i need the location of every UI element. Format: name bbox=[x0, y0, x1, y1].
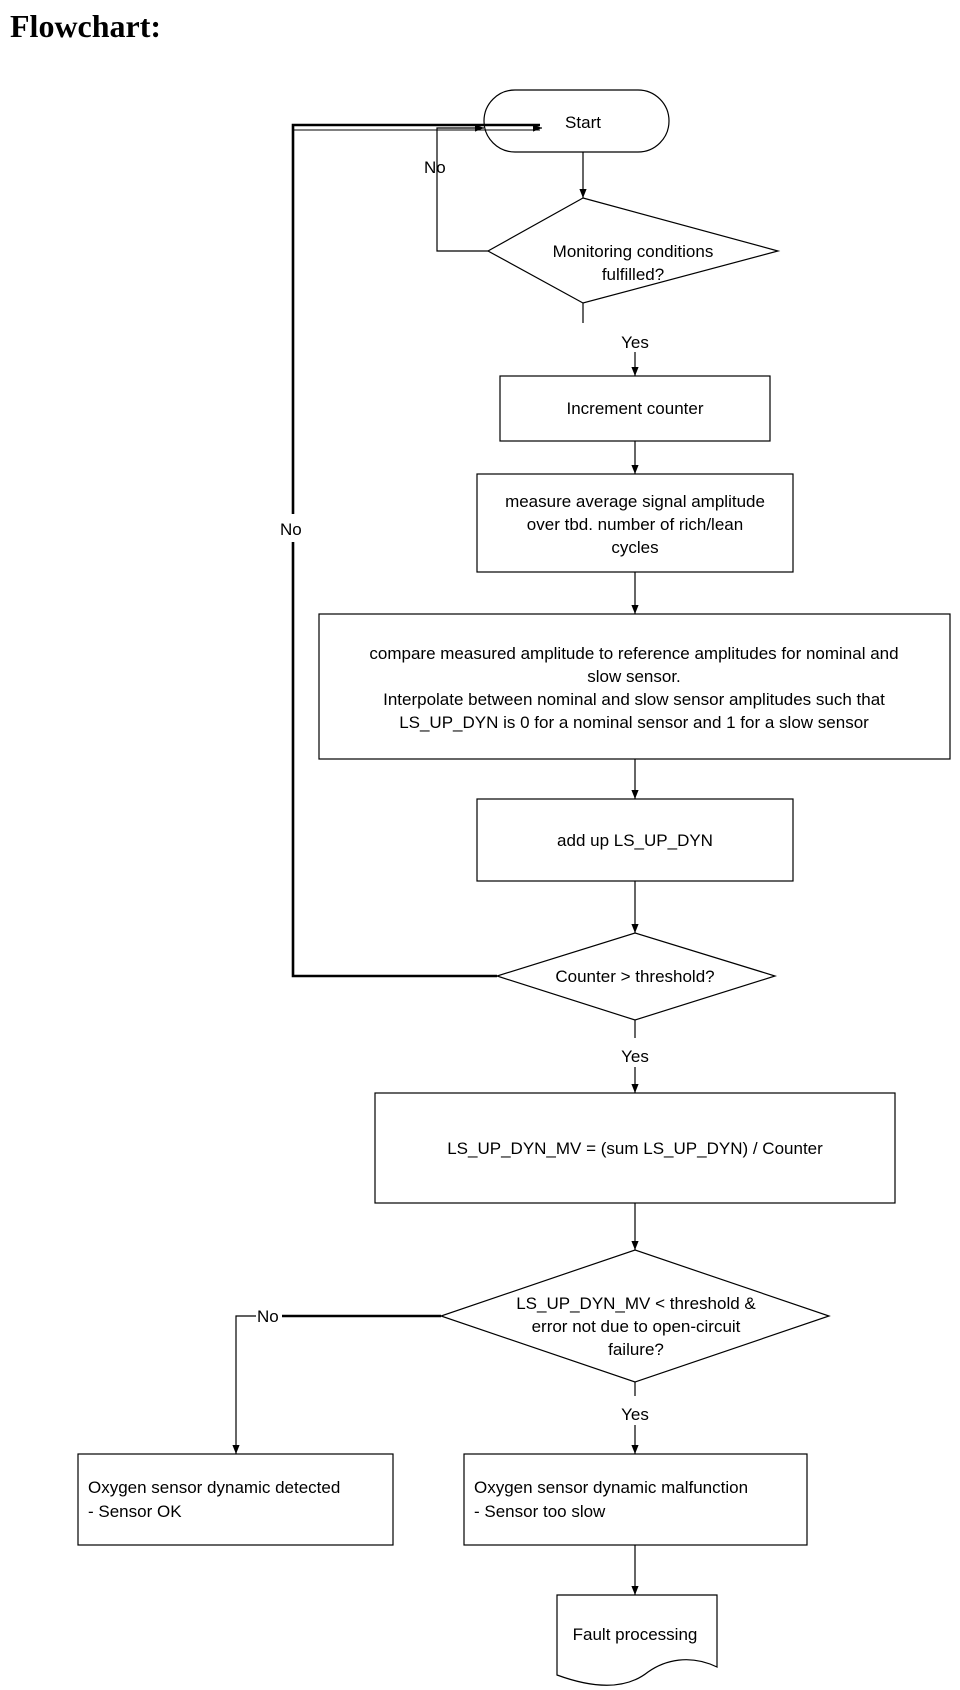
malfunction-label-line-2: - Sensor too slow bbox=[474, 1502, 606, 1521]
addup-label: add up LS_UP_DYN bbox=[557, 831, 713, 850]
check-no-label: No bbox=[257, 1307, 279, 1326]
mean-calculation-box: LS_UP_DYN_MV = (sum LS_UP_DYN) / Counter bbox=[374, 1092, 896, 1204]
compare-label-line-2: slow sensor. bbox=[587, 667, 681, 686]
sensor-ok-box: Oxygen sensor dynamic detected - Sensor … bbox=[77, 1453, 394, 1546]
counter-decision: Counter > threshold? bbox=[495, 932, 778, 1021]
check-yes-label: Yes bbox=[621, 1405, 649, 1424]
compare-label-line-4: LS_UP_DYN is 0 for a nominal sensor and … bbox=[399, 713, 869, 732]
fault-processing-document: Fault processing bbox=[556, 1594, 718, 1686]
compare-label-line-3: Interpolate between nominal and slow sen… bbox=[383, 690, 885, 709]
counter-label: Counter > threshold? bbox=[555, 967, 714, 986]
fault-label: Fault processing bbox=[573, 1625, 698, 1644]
check-label-line-1: LS_UP_DYN_MV < threshold & bbox=[516, 1294, 756, 1313]
arrow-monitoring-no-loop bbox=[436, 124, 488, 252]
check-label-line-3: failure? bbox=[608, 1340, 664, 1359]
mean-label: LS_UP_DYN_MV = (sum LS_UP_DYN) / Counter bbox=[447, 1139, 823, 1158]
measure-label-line-1: measure average signal amplitude bbox=[505, 492, 765, 511]
measure-amplitude-box: measure average signal amplitude over tb… bbox=[476, 473, 794, 573]
monitoring-label-line-1: Monitoring conditions bbox=[553, 242, 714, 261]
sensor-malfunction-box: Oxygen sensor dynamic malfunction - Sens… bbox=[463, 1453, 808, 1546]
monitoring-no-label: No bbox=[424, 158, 446, 177]
page-title: Flowchart: bbox=[10, 8, 162, 44]
arrow-counter-no-loop bbox=[291, 123, 540, 978]
measure-label-line-3: cycles bbox=[611, 538, 658, 557]
compare-amplitude-box: compare measured amplitude to reference … bbox=[318, 613, 951, 760]
threshold-check-decision: LS_UP_DYN_MV < threshold & error not due… bbox=[439, 1249, 831, 1383]
start-label: Start bbox=[565, 113, 601, 132]
counter-yes-label: Yes bbox=[621, 1047, 649, 1066]
add-up-box: add up LS_UP_DYN bbox=[476, 798, 794, 882]
measure-label-line-2: over tbd. number of rich/lean bbox=[527, 515, 743, 534]
detected-label-line-2: - Sensor OK bbox=[88, 1502, 182, 1521]
monitoring-yes-label: Yes bbox=[621, 333, 649, 352]
counter-no-label: No bbox=[280, 520, 302, 539]
compare-label-line-1: compare measured amplitude to reference … bbox=[369, 644, 898, 663]
increment-counter-box: Increment counter bbox=[499, 375, 771, 442]
monitoring-decision: Monitoring conditions fulfilled? bbox=[486, 197, 781, 304]
malfunction-label-line-1: Oxygen sensor dynamic malfunction bbox=[474, 1478, 748, 1497]
check-label-line-2: error not due to open-circuit bbox=[532, 1317, 741, 1336]
detected-label-line-1: Oxygen sensor dynamic detected bbox=[88, 1478, 340, 1497]
counter-no-label-gap bbox=[282, 514, 306, 542]
increment-label: Increment counter bbox=[566, 399, 703, 418]
start-node: Start bbox=[483, 89, 670, 153]
monitoring-label-line-2: fulfilled? bbox=[602, 265, 664, 284]
arrow-check-no-to-detected bbox=[232, 1315, 256, 1454]
